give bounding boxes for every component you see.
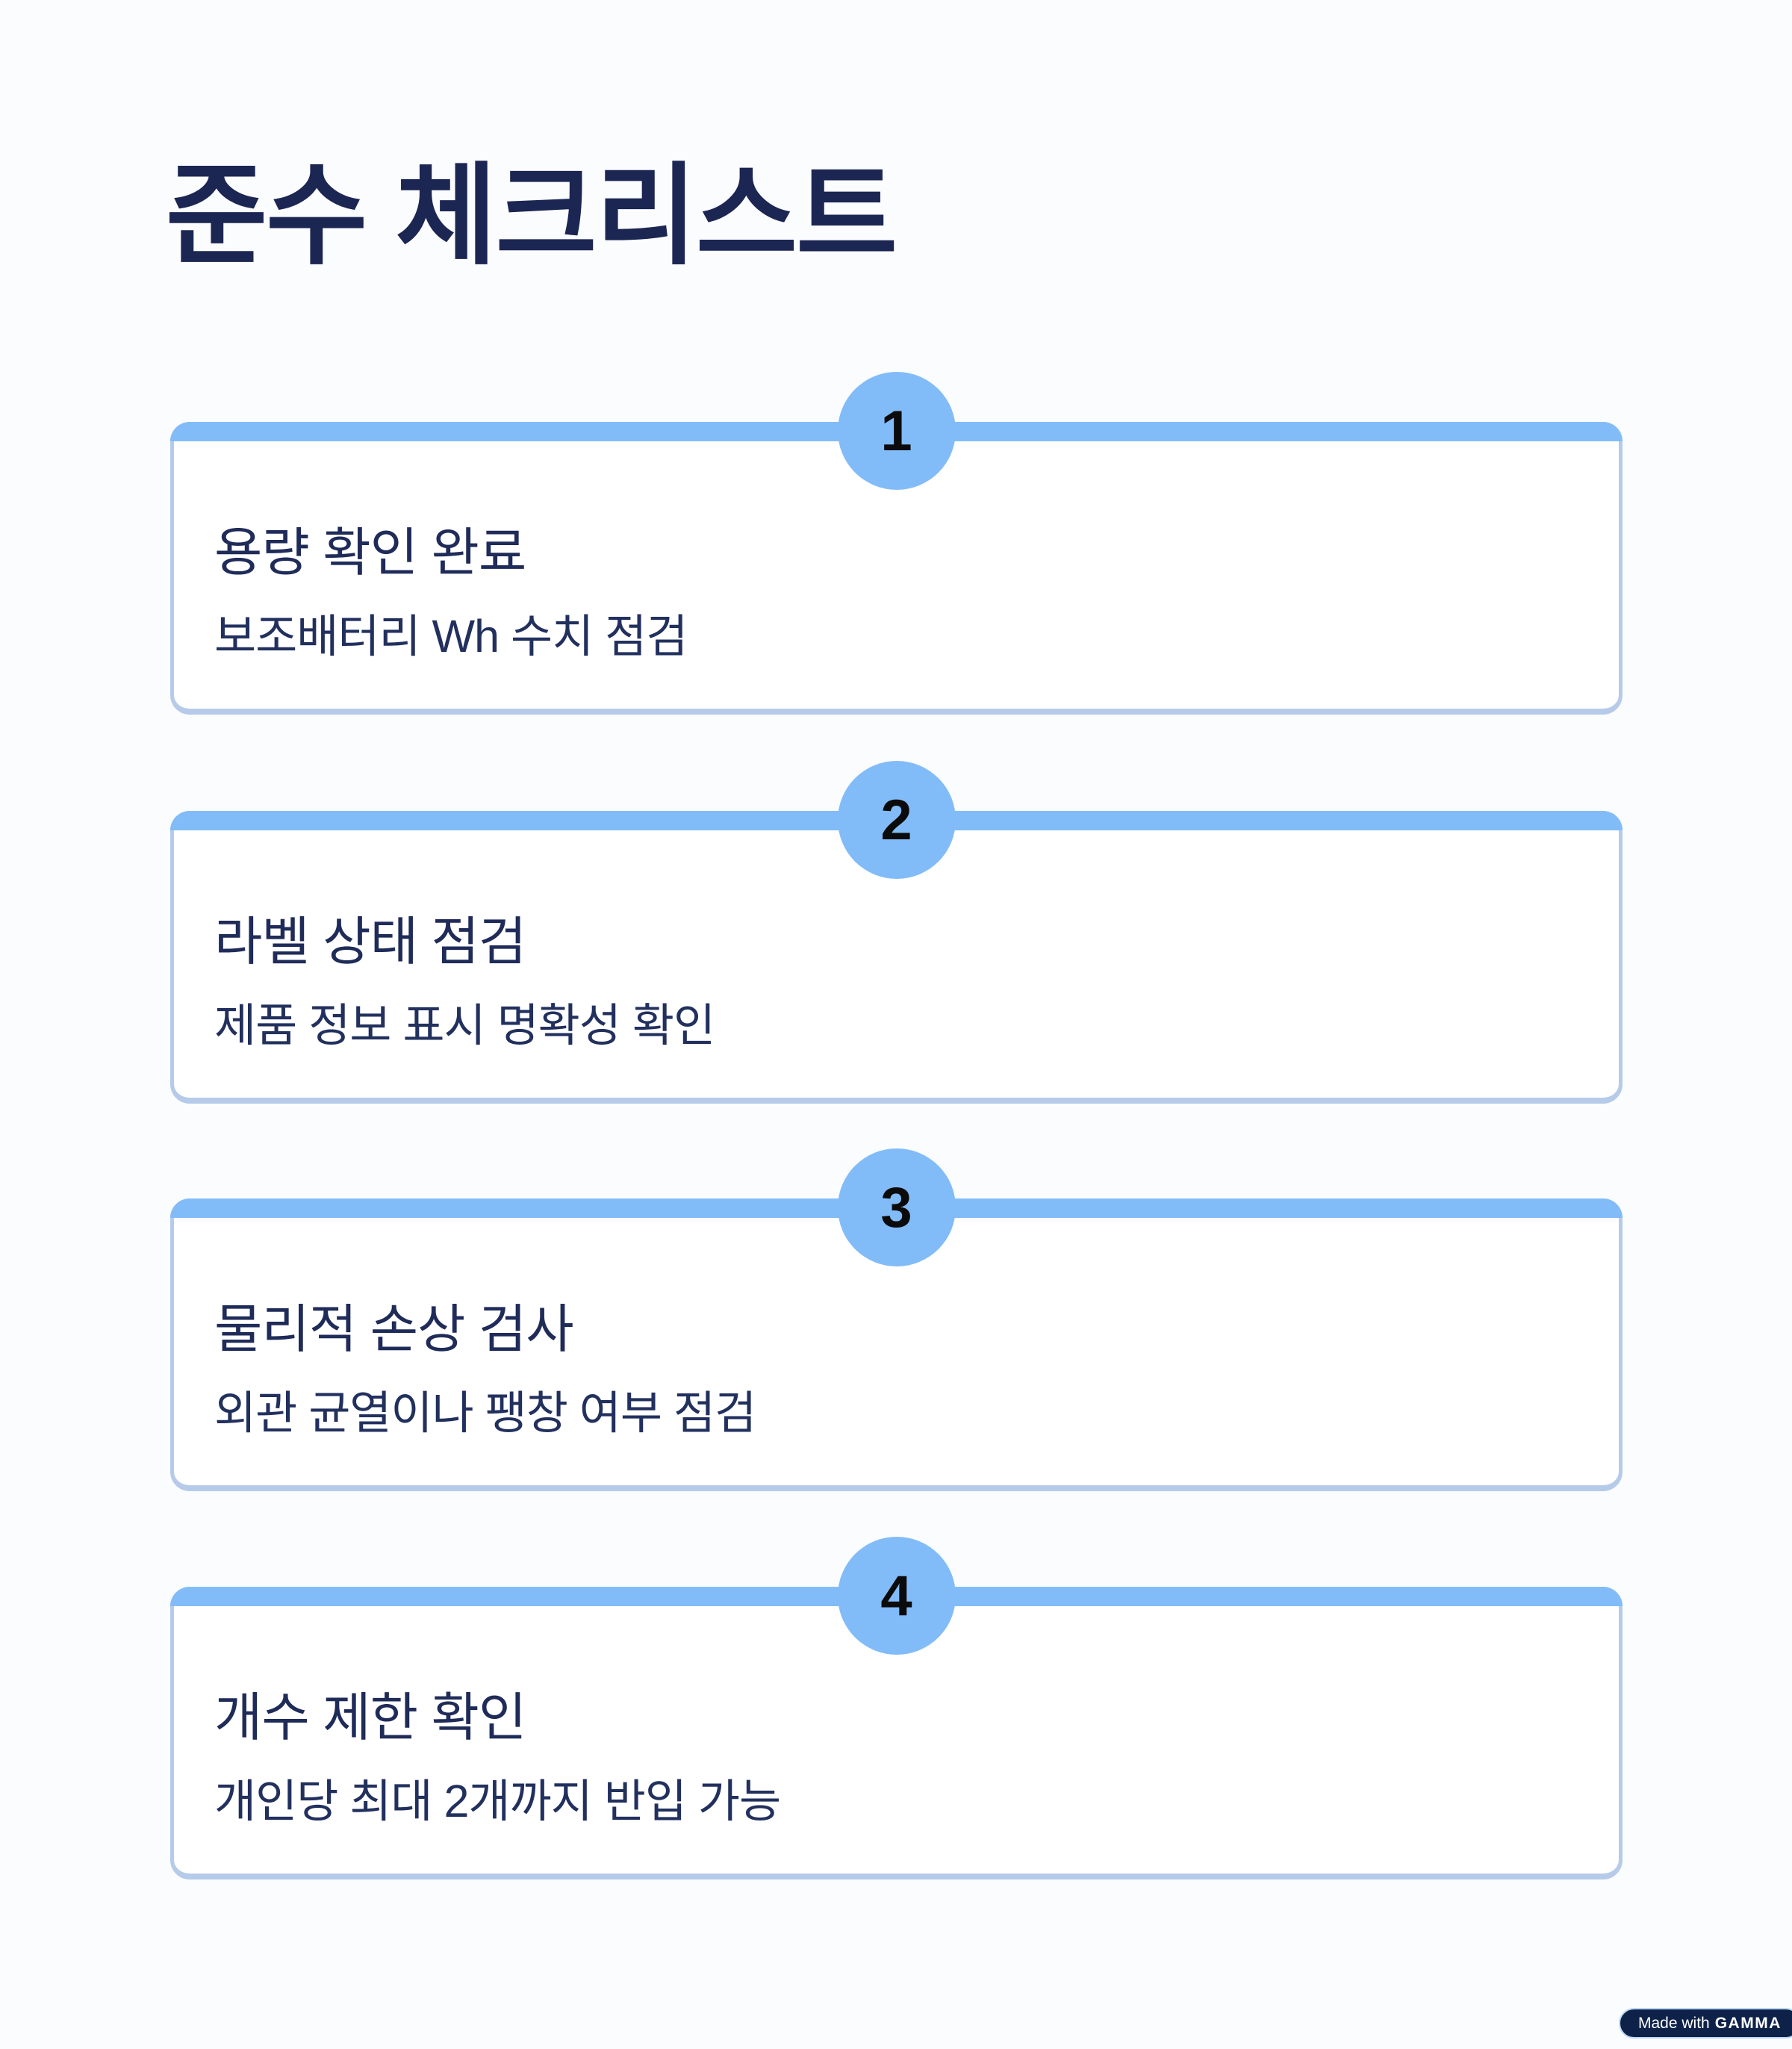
card-content: 용량 확인 완료 보조배터리 Wh 수치 점검 — [174, 426, 1619, 664]
page-title: 준수 체크리스트 — [166, 155, 897, 278]
checklist-card-1: 1 용량 확인 완료 보조배터리 Wh 수치 점검 — [170, 372, 1623, 715]
card-content: 라벨 상태 점검 제품 정보 표시 명확성 확인 — [174, 815, 1619, 1053]
step-number-badge: 2 — [837, 761, 956, 879]
checklist-card-2: 2 라벨 상태 점검 제품 정보 표시 명확성 확인 — [170, 761, 1623, 1104]
checklist-card-4: 4 개수 제한 확인 개인당 최대 2개까지 반입 가능 — [170, 1537, 1623, 1879]
card-heading: 라벨 상태 점검 — [214, 912, 526, 971]
step-number-badge: 1 — [837, 372, 956, 490]
card-heading: 용량 확인 완료 — [214, 523, 526, 582]
step-number-badge: 4 — [837, 1537, 956, 1655]
card-description: 보조배터리 Wh 수치 점검 — [214, 611, 688, 662]
card-heading: 물리적 손상 검사 — [214, 1300, 574, 1358]
badge-prefix-label: Made with — [1638, 2014, 1710, 2032]
card-content: 개수 제한 확인 개인당 최대 2개까지 반입 가능 — [174, 1591, 1619, 1829]
card-description: 개인당 최대 2개까지 반입 가능 — [214, 1776, 781, 1826]
checklist-card-3: 3 물리적 손상 검사 외관 균열이나 팽창 여부 점검 — [170, 1148, 1623, 1491]
card-heading: 개수 제한 확인 — [214, 1688, 526, 1747]
card-description: 외관 균열이나 팽창 여부 점검 — [214, 1387, 756, 1438]
made-with-gamma-badge[interactable]: Made with GAMMA — [1619, 2008, 1792, 2039]
card-content: 물리적 손상 검사 외관 균열이나 팽창 여부 점검 — [174, 1202, 1619, 1440]
gamma-logo: GAMMA — [1714, 2014, 1782, 2032]
step-number-badge: 3 — [837, 1148, 956, 1266]
card-description: 제품 정보 표시 명확성 확인 — [214, 1000, 715, 1051]
